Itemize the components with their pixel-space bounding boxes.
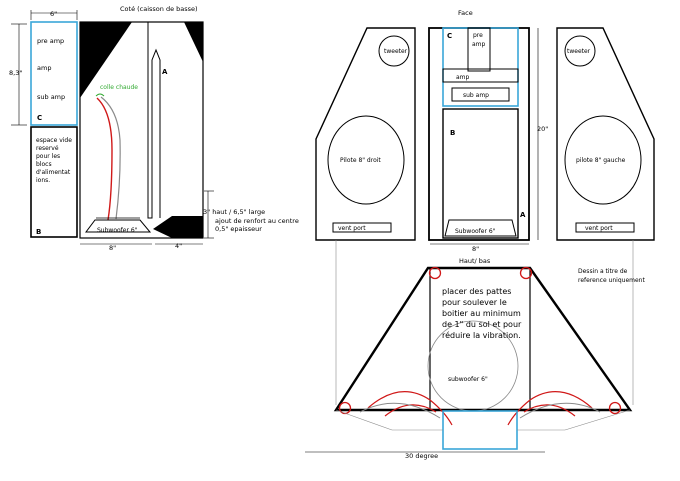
upper-left-fill — [80, 22, 132, 98]
feet-note-line: réduire la vibration. — [442, 330, 521, 340]
top-subwoofer-label: subwoofer 6" — [448, 376, 488, 383]
base-block — [442, 410, 518, 450]
right-tweeter — [564, 35, 596, 67]
pre-amp-label-line: amp — [472, 41, 486, 48]
divider-panel — [132, 21, 161, 219]
label-c: C — [37, 114, 42, 122]
amp-box — [442, 68, 519, 83]
space-note-line: reservé — [36, 145, 59, 152]
compartment-label: amp — [37, 64, 51, 72]
front-view-title: Face — [458, 9, 473, 17]
center-label-b: B — [450, 129, 455, 137]
height-dimension-label: 8,3" — [9, 69, 22, 77]
foot-marker — [608, 401, 622, 415]
top-view-title: Haut/ bas — [459, 257, 491, 265]
reference-note-line: reference uniquement — [578, 277, 645, 284]
cable-red-left — [367, 391, 453, 426]
center-label-a: A — [520, 211, 526, 219]
right-driver-label: pilote 8" gauche — [576, 157, 626, 164]
space-note-line: espace vide — [36, 137, 72, 144]
guide-line — [564, 409, 631, 431]
compartment-label: pre amp — [37, 37, 64, 45]
left-vent-port-label: vent port — [338, 225, 366, 232]
lower-right-fill — [153, 216, 203, 238]
dimension-label-8: 8" — [109, 244, 116, 252]
sub-amp-label: sub amp — [463, 92, 489, 99]
reference-note-line: Dessin a titre de — [578, 268, 628, 275]
front-view: Face tweeter Pilote 8" droit vent port C… — [315, 9, 655, 405]
center-enclosure — [428, 27, 530, 241]
cable-red-right — [507, 391, 593, 426]
amp-label: amp — [456, 74, 470, 81]
top-view: Haut/ bas subwoofer 6" placer des pattes… — [305, 257, 645, 460]
foot-marker — [428, 266, 442, 280]
right-tweeter-label: tweeter — [567, 48, 591, 55]
glue-mark — [95, 93, 105, 97]
pre-amp-label-line: pre — [473, 32, 483, 39]
left-speaker-cabinet — [315, 27, 416, 241]
pre-amp-box — [467, 27, 491, 72]
width-dimension-label: 6" — [50, 10, 57, 18]
center-unit-top — [429, 267, 531, 411]
subwoofer-label: Subwoofer 6" — [97, 227, 138, 234]
feet-note-line: de 1" du sol et pour — [442, 320, 522, 329]
cable-red — [96, 97, 113, 221]
right-vent-port-label: vent port — [585, 225, 613, 232]
brace-note-2: ajout de renfort au centre — [215, 217, 299, 225]
right-speaker-cabinet — [556, 27, 655, 241]
angle-label: 30 degree — [405, 452, 438, 460]
center-label-c: C — [447, 32, 452, 40]
cable-grey-left — [359, 402, 441, 419]
left-tweeter-label: tweeter — [384, 48, 408, 55]
side-view-title: Coté (caisson de basse) — [120, 5, 198, 13]
brace-note-1: 3" haut / 6,5" large — [203, 208, 265, 216]
right-driver — [564, 115, 642, 205]
feet-note-line: placer des pattes — [442, 287, 511, 296]
space-note-line: d'alimentat — [36, 169, 71, 176]
space-note-line: ions. — [36, 177, 50, 184]
label-a: A — [162, 68, 168, 76]
width-8-label: 8" — [472, 245, 479, 253]
subwoofer-chamber — [442, 108, 519, 239]
space-note-line: blocs — [36, 161, 52, 168]
feet-note-line: pour soulever le — [442, 298, 507, 307]
center-subwoofer-label: Subwoofer 6" — [455, 228, 496, 235]
left-driver — [327, 115, 405, 205]
feet-note-line: boitier au minimum — [442, 309, 521, 318]
foot-marker — [519, 266, 533, 280]
compartment-label: sub amp — [37, 93, 65, 101]
guide-line — [335, 409, 393, 431]
space-note-line: pour les — [36, 153, 60, 160]
brace-note-3: 0,5" epaisseur — [215, 225, 262, 233]
cable-grey — [100, 96, 121, 220]
power-supply-space — [30, 126, 78, 238]
cable-grey-right — [519, 402, 601, 419]
sub-amp-box — [451, 87, 510, 102]
label-b: B — [36, 228, 41, 236]
side-view: Coté (caisson de basse) 6" 8,3" pre amp … — [9, 5, 299, 252]
subwoofer-cone-side — [85, 219, 152, 233]
subwoofer-front — [444, 219, 517, 237]
left-driver-label: Pilote 8" droit — [340, 157, 381, 164]
upper-right-fill — [184, 22, 203, 62]
electronics-compartment — [30, 21, 78, 126]
hot-glue-label: colle chaude — [100, 84, 138, 91]
height-20-label: 20" — [537, 125, 548, 133]
dimension-label-4: 4" — [175, 242, 182, 250]
left-vent-port — [332, 222, 392, 233]
left-tweeter — [378, 35, 410, 67]
right-vent-port — [575, 222, 635, 233]
